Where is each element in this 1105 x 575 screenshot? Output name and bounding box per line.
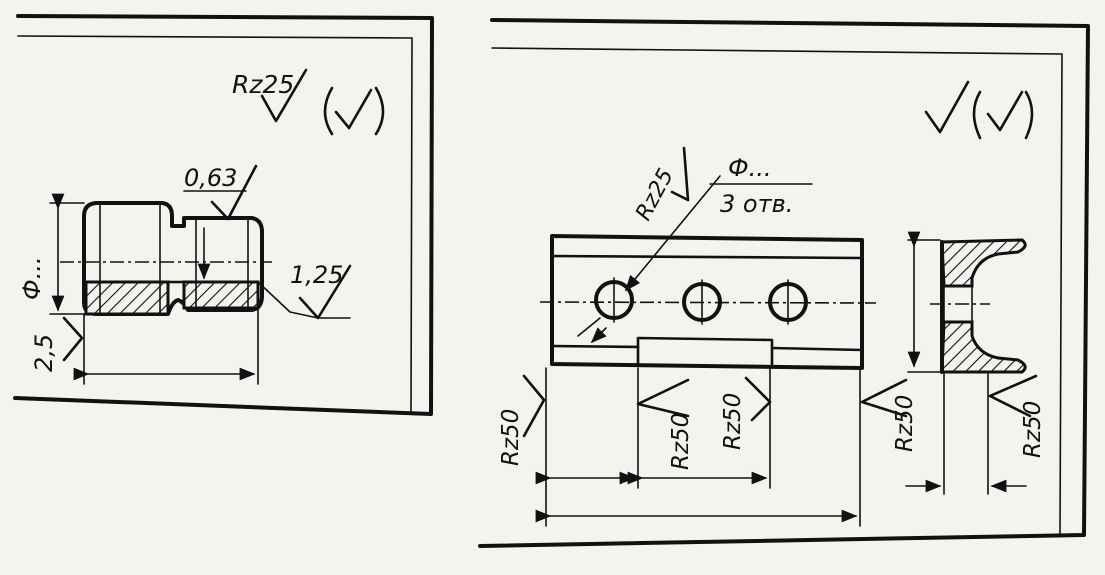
- hole-diameter-label: Ф...: [728, 154, 772, 182]
- roughness-0-63-label: 0,63: [184, 164, 237, 192]
- diameter-label: Ф...: [18, 256, 46, 300]
- rz50-right: Rz50: [860, 378, 918, 452]
- length-dimension: [73, 309, 259, 385]
- roughness-1-25-label: 1,25: [290, 261, 343, 289]
- section-thickness-dimension: [905, 373, 1027, 495]
- section-view: [907, 231, 1027, 374]
- rz50-right-label: Rz50: [892, 395, 918, 452]
- general-roughness-label: Rz25: [232, 70, 294, 99]
- rz50-left-label: Rz50: [498, 409, 524, 466]
- general-roughness-mark: Rz25: [232, 68, 385, 136]
- rz50-section-label: Rz50: [1020, 401, 1046, 458]
- hole-roughness-label: Rz25: [631, 165, 679, 225]
- diameter-dimension: Ф...: [18, 193, 85, 315]
- fitting-part: [60, 201, 272, 316]
- rz50-mid-b: Rz50: [720, 376, 772, 450]
- rz50-mid-a: Rz50: [636, 378, 694, 470]
- front-view-dimensions: [535, 367, 861, 527]
- roughness-2-5-label: 2,5: [30, 334, 58, 372]
- hole-count-label: 3 отв.: [720, 190, 793, 218]
- rz50-left: Rz50: [498, 374, 546, 466]
- plate-front-view: [539, 234, 877, 370]
- right-drawing-sheet: Rz25 Ф... 3 отв. Rz50 Rz50 Rz50 Rz50: [478, 18, 1090, 548]
- left-drawing-sheet: Rz25 Ф... 0,63: [13, 14, 434, 416]
- roughness-1-25: 1,25: [257, 261, 352, 320]
- roughness-0-63: 0,63: [183, 164, 258, 221]
- rz50-mid-b-label: Rz50: [720, 393, 746, 450]
- rz50-section: Rz50: [988, 374, 1046, 458]
- hole-callout: Rz25 Ф... 3 отв.: [577, 146, 813, 344]
- rz50-mid-a-label: Rz50: [668, 413, 694, 470]
- right-general-roughness-mark: [924, 80, 1034, 140]
- roughness-2-5: 2,5: [30, 316, 84, 372]
